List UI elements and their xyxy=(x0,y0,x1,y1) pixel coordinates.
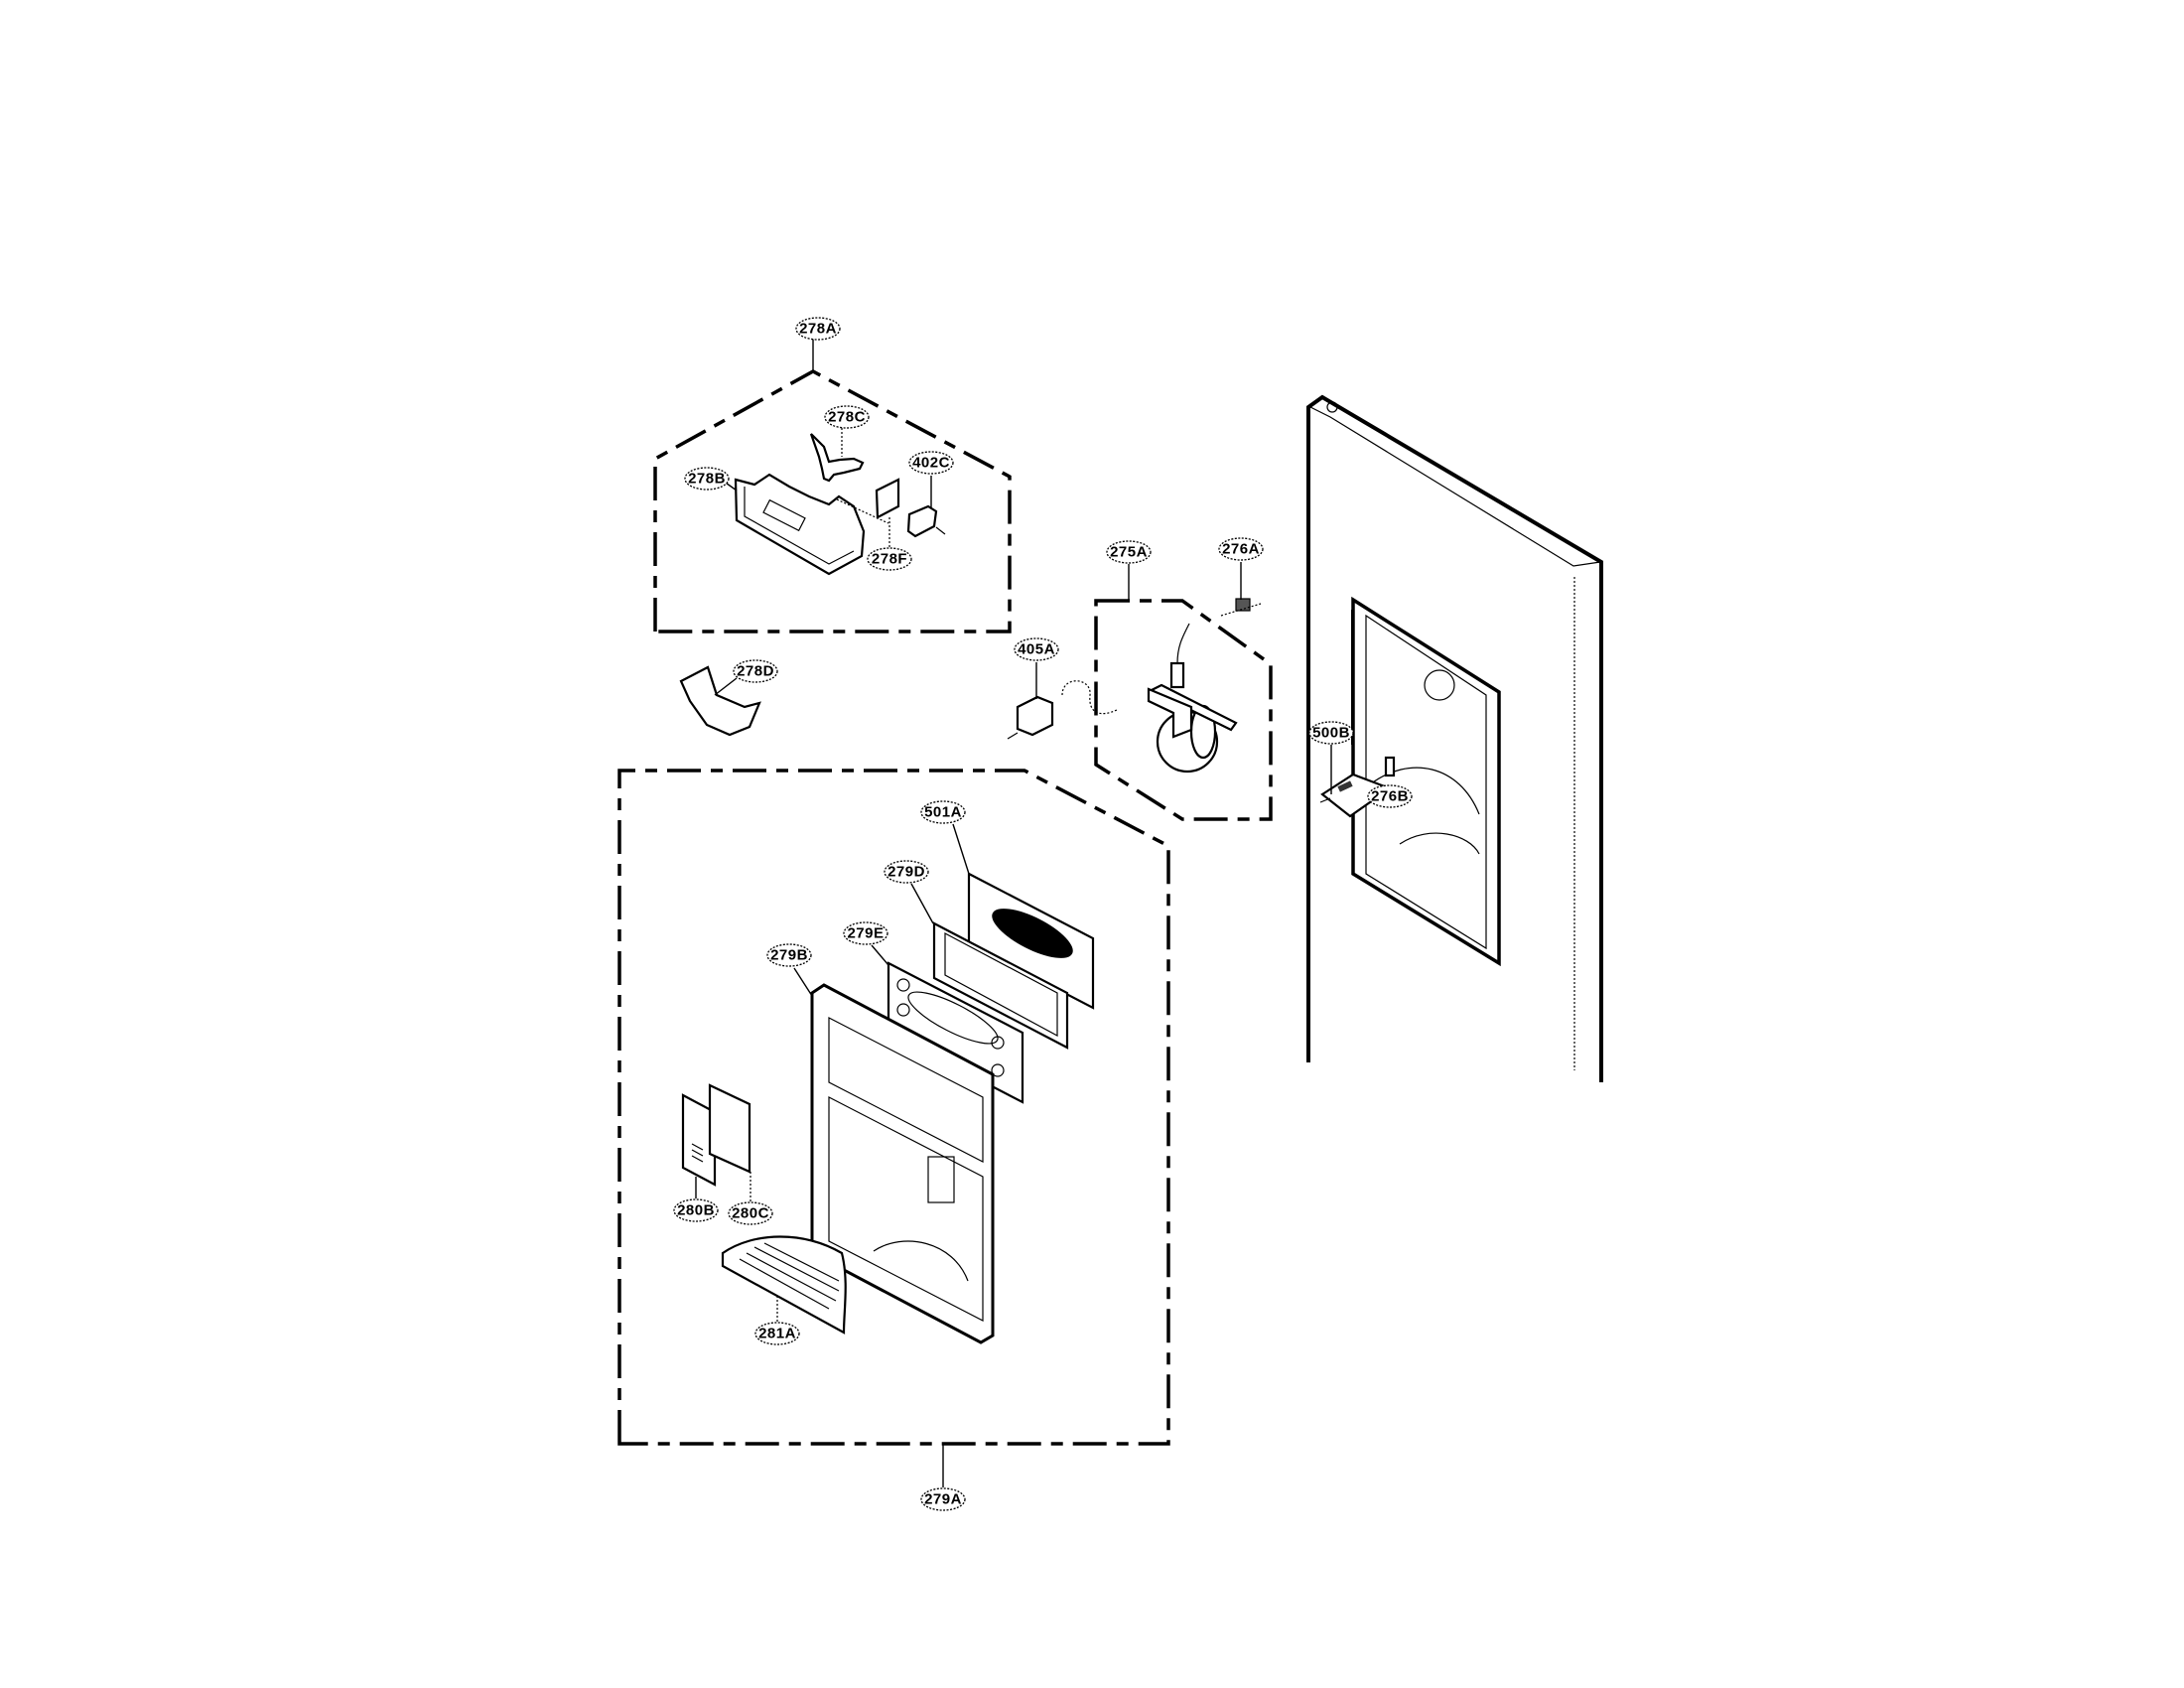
callout-279E[interactable]: 279E xyxy=(843,921,888,945)
part-405A-solenoid xyxy=(1007,662,1118,740)
part-501A-display-board xyxy=(952,823,1095,1010)
callout-278D[interactable]: 278D xyxy=(733,659,778,683)
callout-278B[interactable]: 278B xyxy=(684,467,730,491)
part-276A-nut xyxy=(1220,562,1262,617)
part-278F-plate xyxy=(836,478,900,547)
part-278B-housing xyxy=(722,473,866,576)
part-275A-auger-motor xyxy=(1147,623,1238,774)
callout-label: 405A xyxy=(1018,641,1055,658)
callout-280C[interactable]: 280C xyxy=(728,1201,773,1225)
callout-279A[interactable]: 279A xyxy=(920,1487,966,1511)
group-278A-boundary xyxy=(653,339,1012,633)
callout-500B[interactable]: 500B xyxy=(1308,721,1354,745)
callout-279D[interactable]: 279D xyxy=(884,860,929,884)
callout-402C[interactable]: 402C xyxy=(908,451,954,475)
part-280B-cover xyxy=(681,1093,717,1198)
callout-278A[interactable]: 278A xyxy=(795,317,841,341)
callout-label: 279B xyxy=(770,947,808,964)
callout-label: 500B xyxy=(1312,725,1350,742)
part-280C-frame xyxy=(708,1083,751,1201)
door-panel xyxy=(1306,394,1603,1082)
group-275A-boundary xyxy=(1094,564,1273,821)
callout-label: 278D xyxy=(737,663,774,680)
callout-278F[interactable]: 278F xyxy=(867,547,912,571)
part-402C-switch xyxy=(906,476,946,538)
callout-label: 276A xyxy=(1222,541,1260,558)
callout-label: 501A xyxy=(924,804,962,821)
callout-label: 278B xyxy=(688,471,726,488)
callout-label: 279A xyxy=(924,1491,962,1508)
callout-276B[interactable]: 276B xyxy=(1367,784,1413,808)
callout-279B[interactable]: 279B xyxy=(766,943,812,967)
callout-label: 280C xyxy=(732,1205,769,1222)
callout-label: 279E xyxy=(847,925,884,942)
callout-label: 402C xyxy=(912,455,950,472)
callout-label: 278F xyxy=(872,551,907,568)
callout-label: 275A xyxy=(1110,544,1148,561)
callout-275A[interactable]: 275A xyxy=(1106,540,1152,564)
part-281A-drip-tray xyxy=(721,1235,847,1335)
part-276B-bracket xyxy=(1384,756,1396,777)
callout-280B[interactable]: 280B xyxy=(673,1198,719,1222)
callout-label: 278C xyxy=(828,409,866,426)
door-dispenser-recess xyxy=(1351,596,1501,967)
part-278D-chute xyxy=(679,665,761,737)
part-279D-frame xyxy=(910,883,1069,1050)
callout-label: 281A xyxy=(758,1326,796,1342)
callout-281A[interactable]: 281A xyxy=(754,1322,800,1345)
callout-label: 280B xyxy=(677,1202,715,1219)
part-279E-gasket xyxy=(871,944,1024,1104)
callout-278C[interactable]: 278C xyxy=(824,405,870,429)
callout-276A[interactable]: 276A xyxy=(1218,537,1264,561)
callout-label: 278A xyxy=(799,321,837,338)
part-278C-bracket xyxy=(809,428,865,483)
callout-405A[interactable]: 405A xyxy=(1014,637,1059,661)
group-279A-boundary xyxy=(617,769,1170,1487)
callout-label: 276B xyxy=(1371,788,1409,805)
callout-label: 279D xyxy=(887,864,925,881)
callout-501A[interactable]: 501A xyxy=(920,800,966,824)
